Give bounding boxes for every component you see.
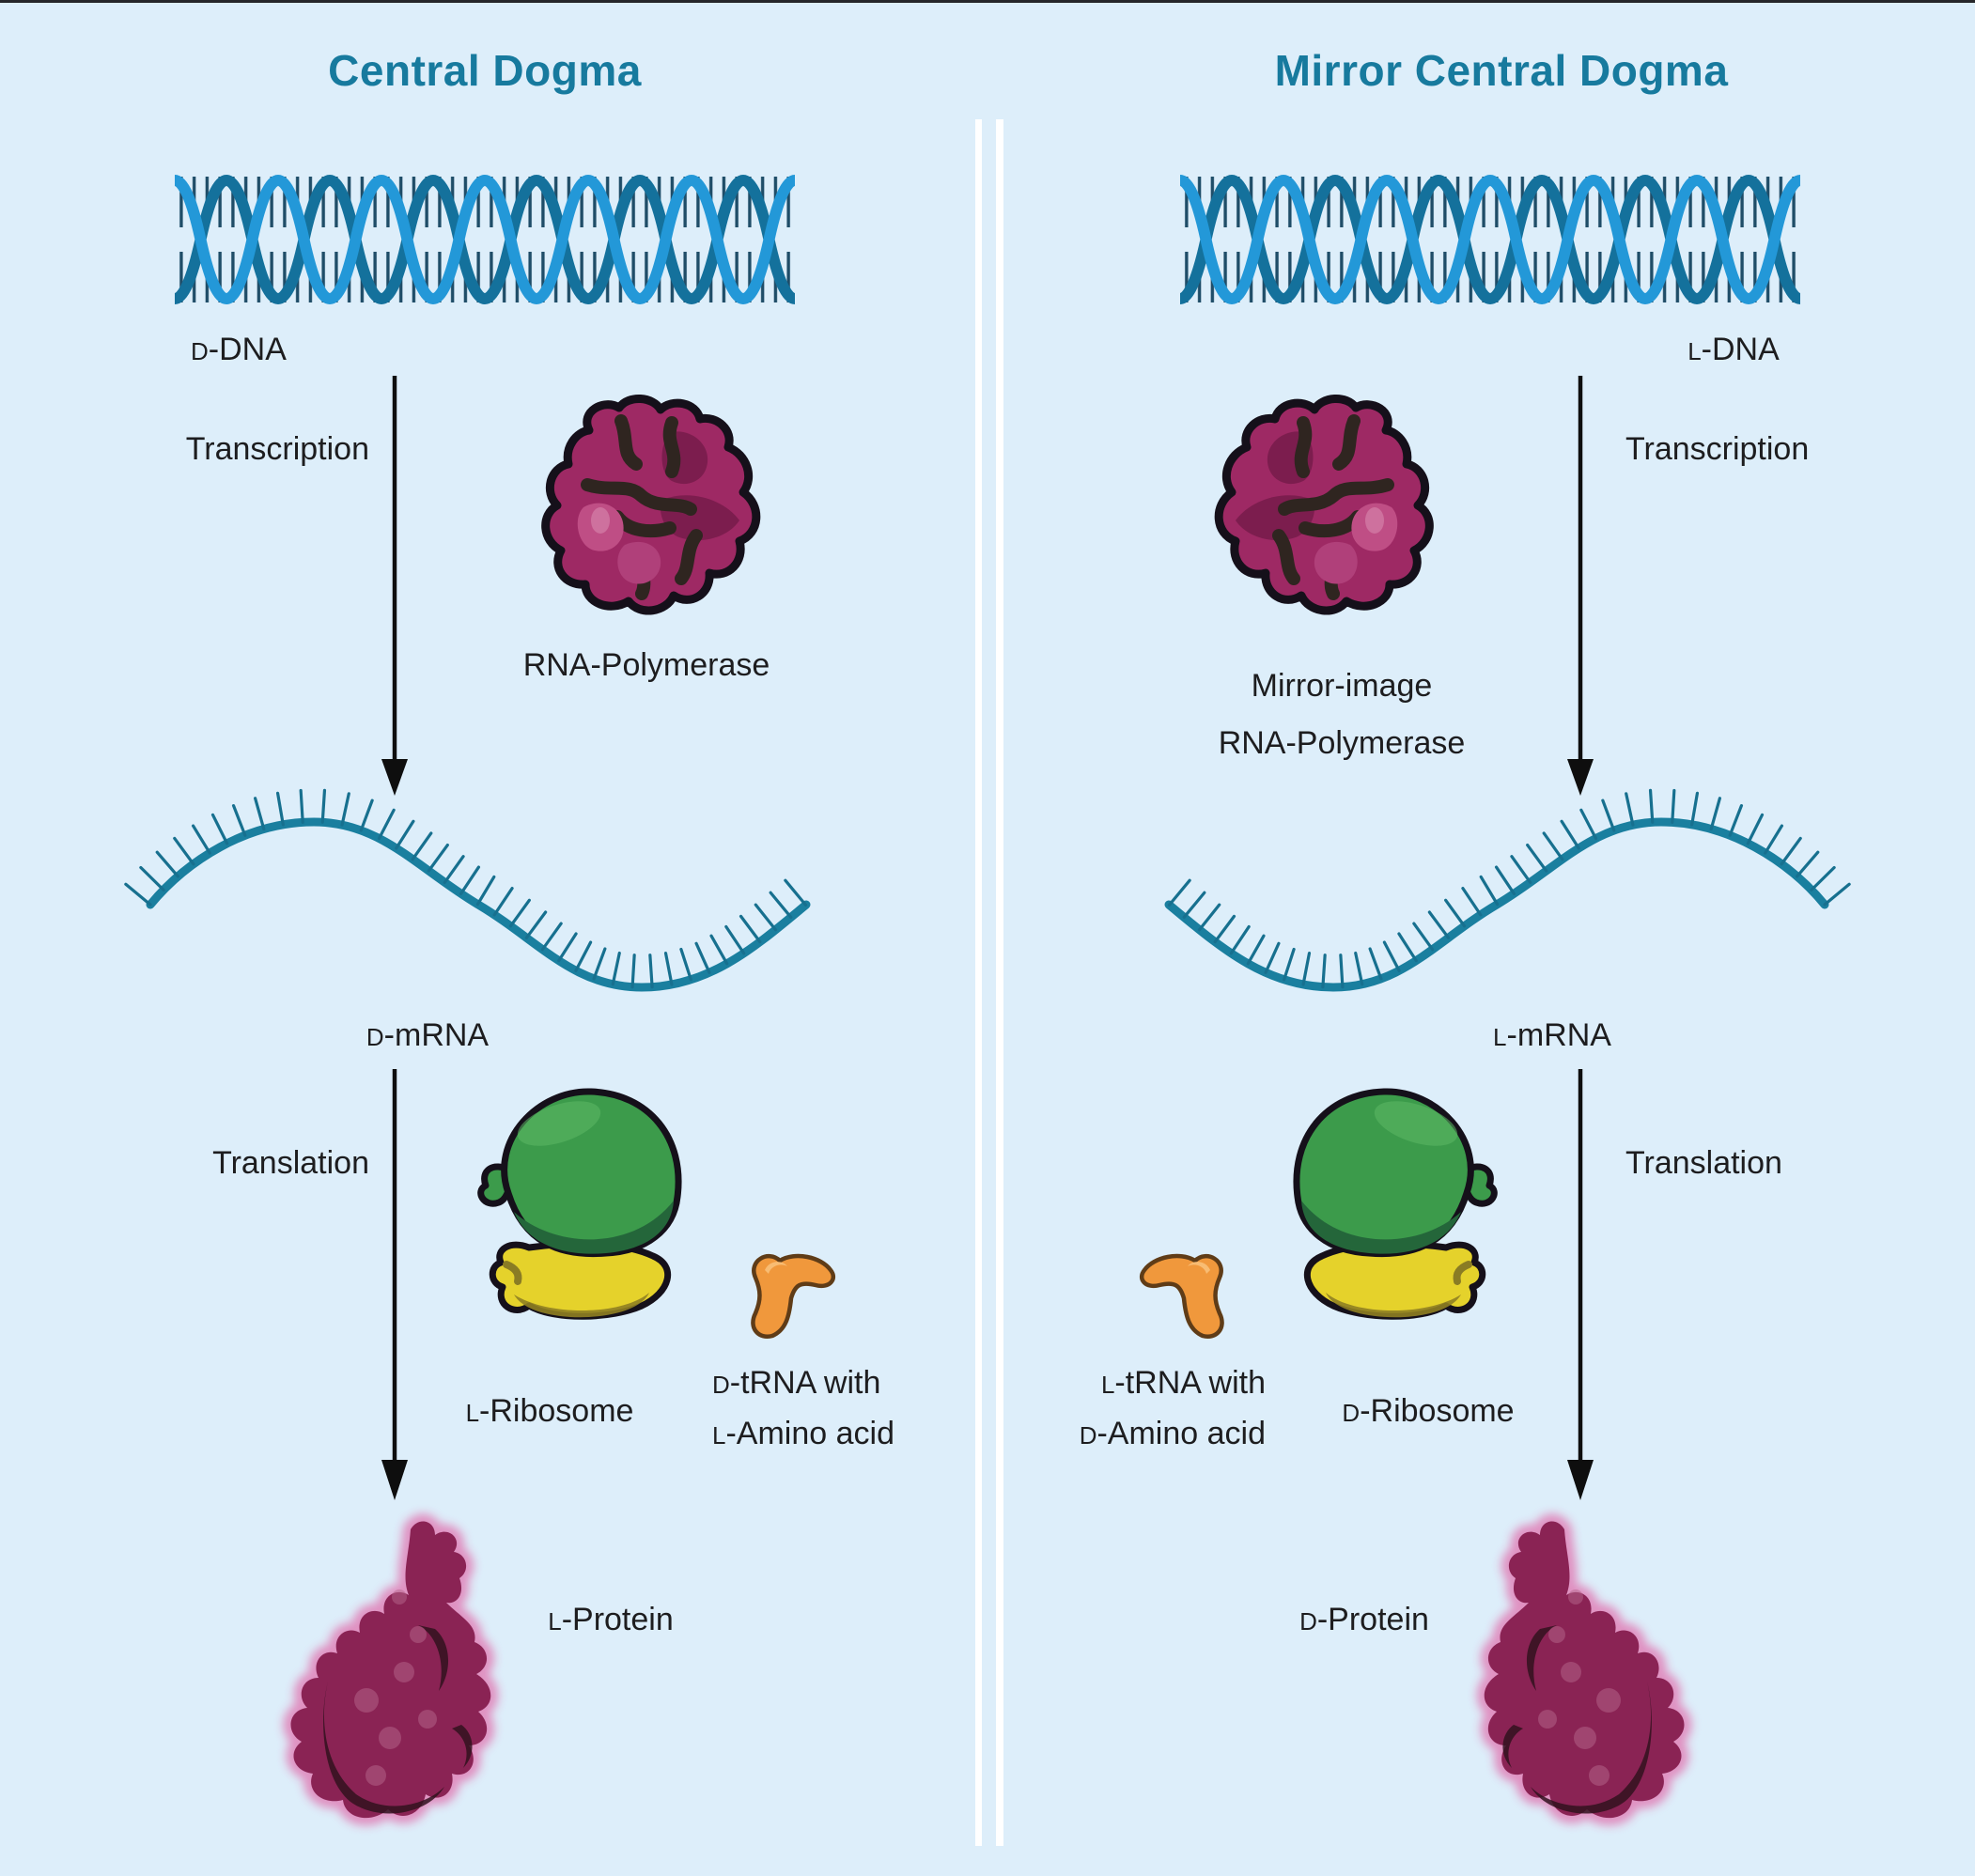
l-mrna-label: L-mRNA: [1493, 1017, 1611, 1053]
d-trna-label: D-tRNA with L-Amino acid: [712, 1365, 894, 1451]
d-ribosome-illustration: [1297, 1092, 1494, 1317]
d-mrna-illustration: [124, 788, 811, 992]
left-panel-title: Central Dogma: [328, 46, 642, 95]
mirror-rna-polymerase-illustration: [1219, 398, 1429, 611]
d-dna-label: D-DNA: [191, 332, 287, 367]
panel-divider: [975, 119, 982, 1846]
l-trna-label: L-tRNA with D-Amino acid: [1079, 1365, 1266, 1451]
panel-divider: [996, 119, 1003, 1846]
d-mrna-label: D-mRNA: [365, 1017, 490, 1053]
rna-polymerase-label: RNA-Polymerase: [522, 647, 770, 683]
l-trna-illustration: [1142, 1256, 1221, 1337]
d-trna-illustration: [753, 1256, 832, 1337]
translation-label-right: Translation: [1625, 1145, 1782, 1181]
right-column-art: [1142, 171, 1851, 1818]
d-protein-illustration: [1485, 1521, 1685, 1818]
top-border: [0, 0, 1975, 3]
l-protein-illustration: [291, 1521, 491, 1818]
l-dna-helix-illustration: [1180, 171, 1800, 308]
mirror-rna-polymerase-label: Mirror-image RNA-Polymerase: [1218, 668, 1466, 762]
translation-arrow-right: [1567, 1069, 1594, 1500]
d-protein-label: D-Protein: [1299, 1602, 1429, 1637]
left-column-art: [124, 171, 833, 1818]
right-panel-title: Mirror Central Dogma: [1274, 46, 1729, 95]
l-ribosome-illustration: [481, 1092, 678, 1317]
translation-arrow-left: [381, 1069, 408, 1500]
translation-label-left: Translation: [212, 1145, 369, 1181]
l-mrna-illustration: [1164, 788, 1851, 992]
l-ribosome-label: L-Ribosome: [465, 1393, 634, 1429]
l-protein-label: L-Protein: [548, 1602, 674, 1637]
d-dna-helix-illustration: [175, 171, 795, 308]
transcription-arrow-left: [381, 376, 408, 796]
transcription-label-left: Transcription: [185, 431, 369, 467]
d-ribosome-label: D-Ribosome: [1342, 1393, 1515, 1429]
transcription-label-right: Transcription: [1625, 431, 1810, 467]
l-dna-label: L-DNA: [1687, 332, 1780, 367]
transcription-arrow-right: [1567, 376, 1594, 796]
rna-polymerase-illustration: [546, 398, 756, 611]
